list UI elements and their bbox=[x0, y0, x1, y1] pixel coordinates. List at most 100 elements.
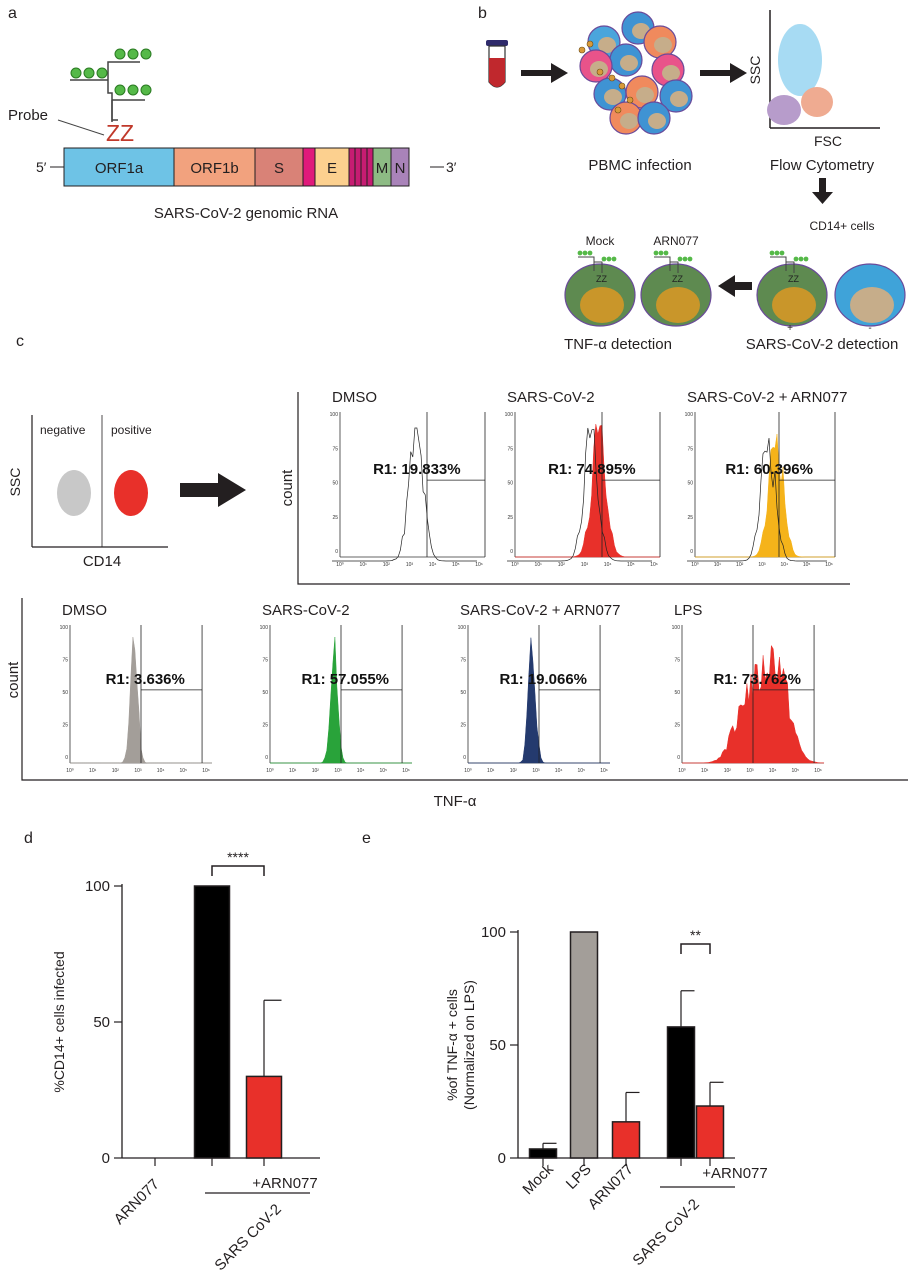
minus-label: - bbox=[868, 323, 871, 334]
r1-percentage: R1: 73.762% bbox=[713, 671, 801, 688]
hist-y-tick: 50 bbox=[460, 690, 466, 696]
probe-diagram bbox=[57, 48, 152, 136]
histogram-outline bbox=[687, 437, 827, 562]
genome-segment-label: M bbox=[376, 160, 389, 177]
hist-x-tick: 10² bbox=[112, 768, 120, 774]
bar bbox=[245, 1075, 283, 1159]
histogram-outline bbox=[507, 427, 652, 562]
bar bbox=[193, 885, 231, 1159]
hist-y-tick: 25 bbox=[674, 723, 680, 729]
y-tick-label: 0 bbox=[498, 1150, 506, 1167]
hist-x-tick: 10³ bbox=[334, 768, 342, 774]
cd14-gating-plot bbox=[31, 415, 168, 548]
signal-dot bbox=[601, 256, 607, 262]
hist-x-tick: 10² bbox=[736, 562, 744, 568]
hist-x-tick: 10¹ bbox=[714, 562, 722, 568]
cell-nucleus bbox=[670, 91, 688, 107]
hist-x-tick: 10² bbox=[510, 768, 518, 774]
bar bbox=[695, 1105, 725, 1159]
y-tick-label: 100 bbox=[85, 878, 110, 895]
probe-tree-icon bbox=[654, 256, 679, 273]
r1-percentage: R1: 19.066% bbox=[499, 671, 587, 688]
r1-percentage: R1: 19.833% bbox=[373, 461, 461, 478]
genome-segment bbox=[314, 147, 350, 187]
mock-label: Mock bbox=[586, 234, 616, 248]
hist-x-tick: 10⁵ bbox=[180, 768, 188, 774]
hist-x-tick: 10⁵ bbox=[792, 768, 800, 774]
hist-x-tick: 10⁵ bbox=[452, 562, 460, 568]
hist-y-tick: 100 bbox=[60, 625, 69, 631]
signal-dot bbox=[677, 256, 683, 262]
cd14-cells-label: CD14+ cells bbox=[809, 219, 874, 233]
bar bbox=[528, 1148, 558, 1159]
fsc-axis-label: FSC bbox=[814, 133, 842, 149]
signal-dot bbox=[769, 250, 775, 256]
hist-y-tick: 50 bbox=[687, 481, 693, 487]
signal-dot bbox=[779, 250, 785, 256]
panel-letter-a: a bbox=[8, 5, 17, 22]
histogram-fill bbox=[70, 636, 212, 764]
arrow-left-icon bbox=[718, 275, 752, 297]
top-count-label: count bbox=[279, 469, 296, 507]
probe-zz: ZZ bbox=[672, 274, 683, 284]
y-tick-label: 50 bbox=[489, 1037, 506, 1054]
cell-nucleus bbox=[636, 87, 654, 103]
hist-y-tick: 50 bbox=[332, 481, 338, 487]
hist-x-tick: 10¹ bbox=[360, 562, 368, 568]
signal-dot bbox=[774, 250, 780, 256]
bar bbox=[569, 931, 599, 1159]
cell-nucleus bbox=[620, 113, 638, 129]
histogram-fill bbox=[515, 423, 660, 558]
hist-x-tick: 10² bbox=[312, 768, 320, 774]
signal-dot bbox=[798, 256, 804, 262]
hist-x-tick: 10² bbox=[724, 768, 732, 774]
hist-y-tick: 75 bbox=[687, 446, 693, 452]
signal-dot bbox=[582, 250, 588, 256]
hist-x-tick: 10² bbox=[383, 562, 391, 568]
plus-label: + bbox=[787, 323, 793, 334]
y-axis-label: %of TNF-α + cells bbox=[444, 989, 460, 1101]
hist-y-tick: 75 bbox=[460, 658, 466, 664]
hist-x-tick: 10³ bbox=[746, 768, 754, 774]
hist-x-tick: 10³ bbox=[406, 562, 414, 568]
hist-y-tick: 25 bbox=[460, 723, 466, 729]
three-prime: 3′ bbox=[446, 159, 457, 175]
histogram-title: DMSO bbox=[62, 602, 107, 619]
y-tick-label: 50 bbox=[93, 1014, 110, 1031]
hist-x-tick: 10⁶ bbox=[600, 768, 608, 774]
significance-stars: ** bbox=[690, 927, 701, 943]
histogram-fill bbox=[270, 636, 412, 764]
hist-y-tick: 0 bbox=[265, 755, 268, 761]
arrow-icon bbox=[521, 63, 568, 83]
hist-y-tick: 0 bbox=[677, 755, 680, 761]
cell-nucleus bbox=[654, 37, 672, 53]
hist-x-tick: 10⁵ bbox=[803, 562, 811, 568]
sars-detection-label: SARS-CoV-2 detection bbox=[746, 336, 899, 353]
genome-segment bbox=[302, 147, 316, 187]
tnf-axis-label: TNF-α bbox=[434, 793, 477, 810]
genome-segment bbox=[173, 147, 256, 187]
hist-y-tick: 75 bbox=[674, 658, 680, 664]
gate-positive-label: positive bbox=[111, 423, 152, 437]
group-label: SARS CoV-2 bbox=[211, 1201, 284, 1274]
cell-nucleus bbox=[662, 65, 680, 81]
histogram-title: LPS bbox=[674, 602, 702, 619]
signal-dot bbox=[663, 250, 669, 256]
hist-y-tick: 0 bbox=[690, 549, 693, 555]
panel-letter-e: e bbox=[362, 830, 371, 847]
hist-x-tick: 10⁴ bbox=[769, 768, 777, 774]
y-tick-label: 100 bbox=[481, 924, 506, 941]
hist-x-tick: 10⁵ bbox=[380, 768, 388, 774]
x-tick-label: LPS bbox=[563, 1161, 595, 1193]
hist-y-tick: 0 bbox=[335, 549, 338, 555]
virus-particle-icon bbox=[618, 82, 626, 90]
probe-zz: ZZ bbox=[596, 274, 607, 284]
hist-x-tick: 10¹ bbox=[487, 768, 495, 774]
